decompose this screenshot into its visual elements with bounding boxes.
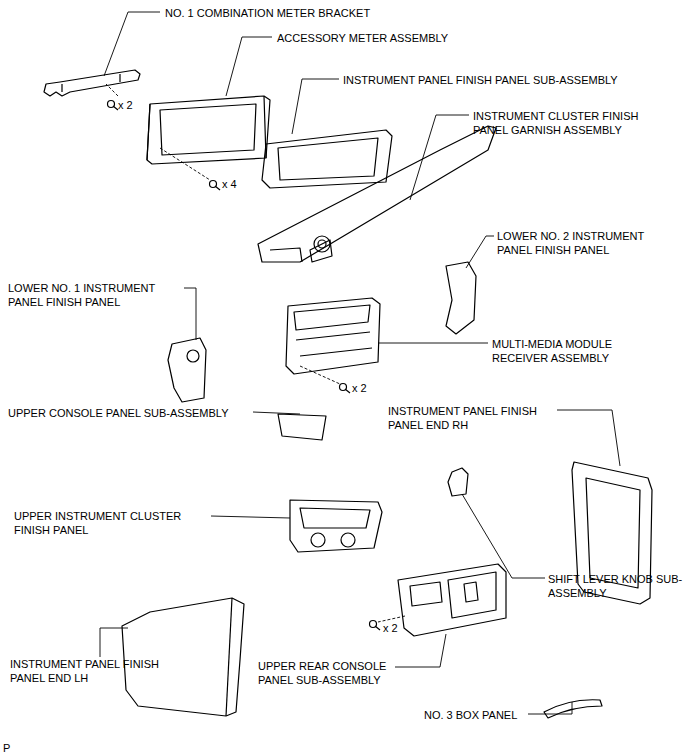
bracket-part xyxy=(44,70,140,96)
part-label: UPPER INSTRUMENT CLUSTER FINISH PANEL xyxy=(14,509,209,537)
part-label: UPPER REAR CONSOLE PANEL SUB-ASSEMBLY xyxy=(258,659,413,687)
knob-part xyxy=(448,468,468,496)
part-label: INSTRUMENT CLUSTER FINISH PANEL GARNISH … xyxy=(473,109,673,137)
lower-panel-part xyxy=(446,262,476,334)
finish-panel-part xyxy=(262,130,392,188)
console-panel-part xyxy=(278,414,326,440)
part-label: MULTI-MEDIA MODULE RECEIVER ASSEMBLY xyxy=(492,337,652,365)
part-label: INSTRUMENT PANEL FINISH PANEL END RH xyxy=(388,404,573,432)
meter-part xyxy=(147,96,270,164)
part-label: LOWER NO. 1 INSTRUMENT PANEL FINISH PANE… xyxy=(8,281,183,309)
cluster-panel-part xyxy=(290,500,382,552)
part-label: INSTRUMENT PANEL FINISH PANEL SUB-ASSEMB… xyxy=(343,73,618,87)
lower-panel-part xyxy=(168,338,206,402)
part-label: NO. 1 COMBINATION METER BRACKET xyxy=(165,6,370,20)
figure-code: P xyxy=(3,741,10,755)
end-panel-part xyxy=(122,598,244,716)
quantity-label: x 4 xyxy=(222,177,237,191)
part-label: INSTRUMENT PANEL FINISH PANEL END LH xyxy=(10,657,195,685)
quantity-label: x 2 xyxy=(383,621,398,635)
quantity-label: x 2 xyxy=(118,98,133,112)
part-label: NO. 3 BOX PANEL xyxy=(424,708,517,722)
screw-symbols xyxy=(108,101,381,631)
part-label: UPPER CONSOLE PANEL SUB-ASSEMBLY xyxy=(8,406,228,420)
part-label: SHIFT LEVER KNOB SUB-ASSEMBLY xyxy=(548,572,683,600)
box-panel-part xyxy=(544,700,602,718)
part-label: ACCESSORY METER ASSEMBLY xyxy=(277,31,448,45)
part-label: LOWER NO. 2 INSTRUMENT PANEL FINISH PANE… xyxy=(497,229,672,257)
garnish-part xyxy=(258,126,496,262)
rear-console-part xyxy=(398,564,506,636)
quantity-label: x 2 xyxy=(352,381,367,395)
receiver-part xyxy=(286,298,380,374)
